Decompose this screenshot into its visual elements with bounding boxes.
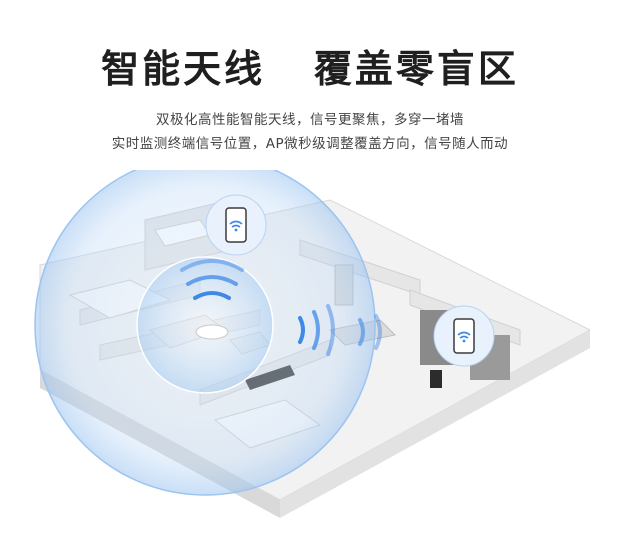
headline-line-2: 实时监测终端信号位置，AP微秒级调整覆盖方向，信号随人而动 (111, 136, 509, 152)
coverage-small (136, 256, 274, 394)
headline-title: 智能天线 覆盖零盲区 (101, 47, 519, 91)
ap-wifi-icon (433, 305, 495, 367)
signal-waves (180, 259, 382, 356)
office-chair (430, 370, 442, 388)
floor-slab-edge (280, 330, 590, 518)
phone-wifi-icon (205, 194, 267, 256)
access-point (195, 324, 229, 340)
headline-line-1: 双极化高性能智能天线，信号更聚焦，多穿一堵墙 (156, 112, 464, 128)
apartment-coverage-illustration (34, 170, 592, 518)
